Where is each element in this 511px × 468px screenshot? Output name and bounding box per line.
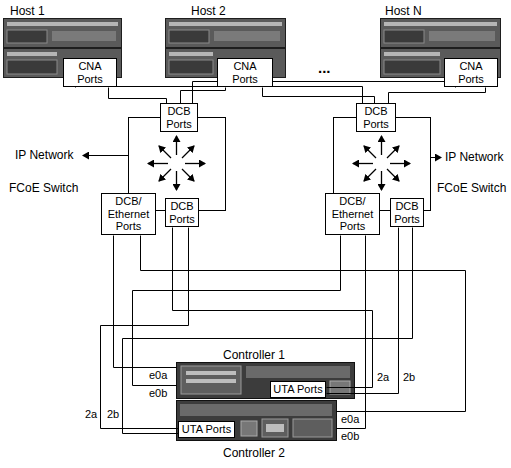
port-box: DCB Ports [390,198,424,227]
network-arrow [431,157,441,158]
cable-line [389,88,486,104]
heading-label: Controller 1 [222,348,286,362]
heading-label: FCoE Switch [436,181,507,195]
cable-line [76,87,363,104]
cable-line [101,228,189,429]
port-box: CNA Ports [444,58,498,87]
storage-controller: Controller 2UTA Ports [176,400,336,440]
port-label: 2a [376,371,390,384]
fcoe-switch: FCoE SwitchDCB PortsDCB/ Ethernet PortsD… [333,117,430,210]
port-box: CNA Ports [63,58,117,87]
box-label: UTA Ports [273,383,323,396]
box-label: DCB Ports [393,200,421,225]
port-label: e0b [148,387,168,400]
heading-label: FCoE Switch [8,181,79,195]
port-box: DCB Ports [160,103,198,132]
network-label: IP Network [14,148,74,162]
controller-illustration [177,401,337,441]
heading-label: Host N [384,4,423,18]
box-label: CNA Ports [447,60,495,85]
port-box: DCB/ Ethernet Ports [101,193,156,235]
box-label: DCB/ Ethernet Ports [104,195,153,233]
port-label: 2b [106,408,120,421]
box-label: DCB Ports [168,200,196,225]
ellipsis: ... [317,60,332,75]
fcoe-switch: FCoE SwitchDCB PortsDCB/ Ethernet PortsD… [128,117,225,210]
network-label: IP Network [444,150,504,164]
port-label: 2b [402,371,416,384]
host-server: Host NCNA Ports [380,18,500,78]
network-arrow [83,155,128,156]
heading-label: Controller 2 [222,446,286,460]
box-label: DCB Ports [163,105,195,130]
port-box: DCB/ Ethernet Ports [325,193,380,235]
cable-line [181,88,226,104]
port-box: UTA Ports [178,421,235,438]
cable-line [327,228,399,394]
box-label: DCB Ports [359,105,393,130]
box-label: CNA Ports [66,60,114,85]
port-label: e0b [340,430,360,443]
cable-line [337,236,366,429]
port-box: CNA Ports [217,58,273,87]
box-label: DCB/ Ethernet Ports [328,195,377,233]
host-server: Host 1CNA Ports [3,18,121,78]
cable-line [141,236,466,412]
box-label: CNA Ports [220,60,270,85]
port-label: 2a [84,408,98,421]
box-label: UTA Ports [181,423,232,436]
port-box: UTA Ports [270,381,326,398]
port-label: e0a [148,369,168,382]
host-server: Host 2CNA Ports [165,18,285,78]
port-label: e0a [340,413,360,426]
heading-label: Host 1 [9,4,46,18]
cable-line [123,228,413,434]
cable-line [109,88,167,104]
cable-line [263,88,375,104]
cable-line [173,228,373,388]
port-box: DCB Ports [165,198,199,227]
port-box: DCB Ports [356,103,396,132]
heading-label: Host 2 [190,4,227,18]
storage-controller: Controller 1UTA Ports [176,362,354,398]
